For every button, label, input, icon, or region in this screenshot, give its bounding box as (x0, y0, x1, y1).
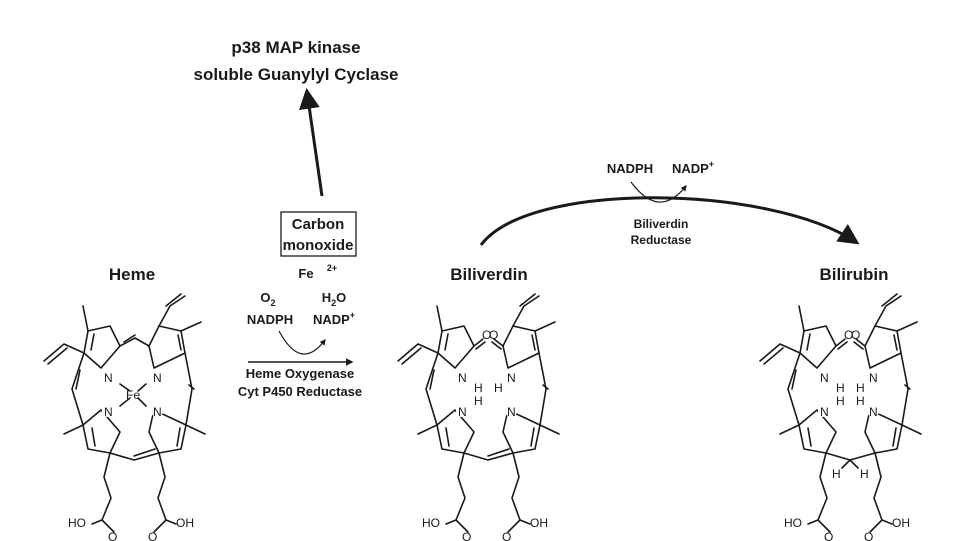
biliverdin-structure (397, 293, 560, 533)
atom-oh: OH (176, 516, 194, 530)
iron-charge-label: 2+ (327, 263, 337, 273)
atom-n: N (153, 371, 162, 385)
nadph-label-step2: NADPH (607, 161, 653, 176)
atom-oh: OH (530, 516, 548, 530)
atom-o: O (851, 328, 860, 342)
bilirubin-structure (759, 293, 922, 533)
atom-n: N (869, 371, 878, 385)
atom-h: H (836, 381, 845, 395)
atom-ho: HO (422, 516, 440, 530)
atom-n: N (507, 405, 516, 419)
enzyme-cyt-p450-reductase: Cyt P450 Reductase (238, 384, 362, 399)
co-label-line2: monoxide (283, 237, 354, 254)
cofactor-curve-step1 (278, 330, 326, 355)
co-signaling-arrow (299, 87, 324, 197)
atom-oh: OH (892, 516, 910, 530)
atom-o: O (844, 328, 853, 342)
atom-h: H (836, 394, 845, 408)
atom-n: N (458, 405, 467, 419)
atom-n: N (104, 371, 113, 385)
atom-n: N (820, 405, 829, 419)
atom-n: N (153, 405, 162, 419)
atom-h: H (860, 467, 869, 481)
iron-ion-label: Fe (298, 266, 313, 281)
molecule-name-heme: Heme (109, 265, 155, 284)
atom-h: H (832, 467, 841, 481)
nadph-label-step1: NADPH (247, 312, 293, 327)
atom-o: O (482, 328, 491, 342)
atom-h: H (856, 394, 865, 408)
enzyme-heme-oxygenase: Heme Oxygenase (246, 366, 354, 381)
target-label-p38: p38 MAP kinase (231, 38, 360, 57)
nadp-label-step2: NADP+ (672, 159, 714, 176)
target-label-sgc: soluble Guanylyl Cyclase (193, 65, 398, 84)
atom-n: N (820, 371, 829, 385)
nadp-label-step1: NADP+ (313, 310, 355, 327)
co-label-line1: Carbon (292, 216, 345, 233)
atom-h: H (856, 381, 865, 395)
carbon-monoxide-box (280, 211, 357, 257)
heme-structure (43, 293, 206, 533)
enzyme-reductase: Reductase (631, 233, 692, 247)
water-label: H2O (322, 290, 347, 308)
atom-o: O (108, 530, 117, 541)
molecule-name-bilirubin: Bilirubin (820, 265, 889, 284)
atom-o: O (502, 530, 511, 541)
atom-o: O (462, 530, 471, 541)
atom-o: O (824, 530, 833, 541)
atom-h: H (474, 381, 483, 395)
atom-n: N (869, 405, 878, 419)
atom-fe: Fe (126, 388, 140, 402)
atom-ho: HO (784, 516, 802, 530)
o2-label: O2 (260, 290, 275, 308)
atom-o: O (864, 530, 873, 541)
cofactor-curve-step2 (630, 181, 687, 203)
atom-h: H (494, 381, 503, 395)
atom-n: N (104, 405, 113, 419)
molecule-name-biliverdin: Biliverdin (450, 265, 527, 284)
enzyme-biliverdin: Biliverdin (634, 217, 689, 231)
atom-o: O (148, 530, 157, 541)
atom-ho: HO (68, 516, 86, 530)
atom-o: O (489, 328, 498, 342)
atom-n: N (507, 371, 516, 385)
atom-n: N (458, 371, 467, 385)
atom-h: H (474, 394, 483, 408)
reaction-arrow-step2 (479, 196, 860, 246)
